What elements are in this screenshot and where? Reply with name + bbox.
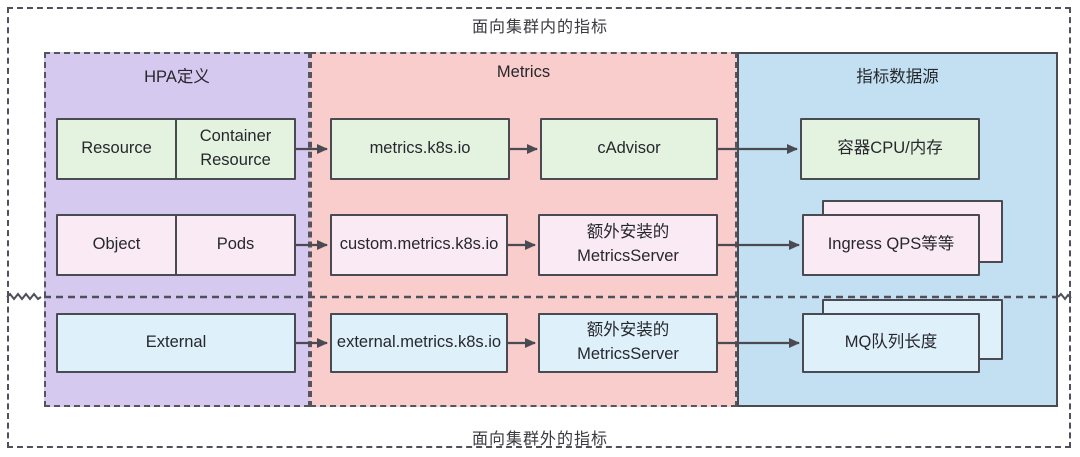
title-cluster-internal-metrics: 面向集群内的指标 <box>471 19 608 36</box>
node-container-cpu-memory: 容器CPU/内存 <box>800 118 980 180</box>
node-metrics-k8s-io: metrics.k8s.io <box>330 118 510 180</box>
node-extra-metrics-server-external: 额外安装的 MetricsServer <box>538 313 718 373</box>
column-header-metrics: Metrics <box>496 63 551 81</box>
node-resource: Resource <box>81 139 152 158</box>
node-container-resource: Container Resource <box>175 120 294 178</box>
node-custom-metrics-k8s-io: custom.metrics.k8s.io <box>330 214 508 276</box>
node-extra-metrics-server-line1: 额外安装的 <box>586 223 670 242</box>
column-header-metric-data-sources: 指标数据源 <box>856 68 939 86</box>
region-cluster-external <box>7 297 1071 448</box>
node-external: External <box>56 313 296 373</box>
node-extra-metrics-server-custom: 额外安装的 MetricsServer <box>538 214 718 276</box>
node-ingress-qps: Ingress QPS等等 <box>802 214 980 276</box>
node-pods: Pods <box>175 216 294 274</box>
node-cadvisor: cAdvisor <box>540 118 718 180</box>
region-cluster-internal <box>7 7 1071 297</box>
node-extra-metrics-server-line2: MetricsServer <box>577 345 679 363</box>
node-external-metrics-k8s-io: external.metrics.k8s.io <box>330 313 508 373</box>
node-extra-metrics-server-line1: 额外安装的 <box>586 321 670 340</box>
node-extra-metrics-server-line2: MetricsServer <box>577 247 679 265</box>
title-cluster-external-metrics: 面向集群外的指标 <box>471 431 608 448</box>
split-box-object-pods: Object Pods <box>56 214 296 276</box>
node-object: Object <box>92 235 141 254</box>
node-mq-queue-length: MQ队列长度 <box>802 313 980 373</box>
column-header-hpa-definition: HPA定义 <box>144 68 210 86</box>
split-box-resource: Resource Container Resource <box>56 118 296 180</box>
